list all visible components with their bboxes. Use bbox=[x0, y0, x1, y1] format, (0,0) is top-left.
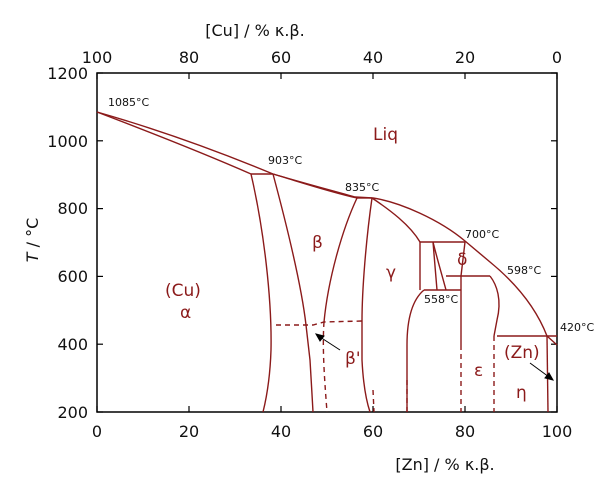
point-label-558: 558°C bbox=[424, 293, 458, 306]
top-tick-label: 40 bbox=[363, 48, 383, 67]
phase-label-beta: β bbox=[312, 233, 323, 253]
point-label-835: 835°C bbox=[345, 181, 379, 194]
y-tick-label: 600 bbox=[57, 267, 88, 286]
y-tick-label: 1000 bbox=[47, 132, 88, 151]
bottom-tick-label: 100 bbox=[542, 422, 573, 441]
liquidus-curve bbox=[96, 111, 548, 337]
top-axis-title: [Cu] / % κ.β. bbox=[205, 21, 304, 40]
beta-prime-arrowhead bbox=[314, 333, 325, 342]
phase-boundaries bbox=[96, 111, 558, 413]
phase-labels: Liq (Cu) α β β' γ δ ε (Zn) η bbox=[165, 125, 540, 403]
phase-label-cu: (Cu) bbox=[165, 281, 201, 301]
phase-label-beta-prime: β' bbox=[345, 349, 361, 369]
alpha-solvus bbox=[250, 173, 272, 413]
beta-prime-order-line bbox=[276, 320, 363, 326]
top-tick-label: 0 bbox=[552, 48, 562, 67]
bottom-axis-title: [Zn] / % κ.β. bbox=[395, 455, 494, 474]
beta-left-boundary bbox=[272, 173, 314, 413]
point-label-420: 420°C bbox=[560, 321, 594, 334]
bottom-tick-label: 60 bbox=[363, 422, 383, 441]
phase-label-alpha: α bbox=[180, 303, 191, 323]
plot-frame bbox=[96, 72, 558, 413]
bottom-tick-labels: 0 20 40 60 80 100 bbox=[92, 422, 572, 441]
zn-solvus bbox=[546, 335, 549, 413]
top-tick-label: 80 bbox=[179, 48, 199, 67]
gamma-right-boundary bbox=[371, 197, 421, 243]
point-label-903: 903°C bbox=[268, 154, 302, 167]
y-tick-label: 800 bbox=[57, 199, 88, 218]
gamma-left-dashed bbox=[372, 389, 375, 413]
phase-label-zn: (Zn) bbox=[504, 343, 540, 363]
bottom-tick-label: 40 bbox=[271, 422, 291, 441]
beta-prime-arrow bbox=[319, 336, 341, 351]
y-tick-labels: 200 400 600 800 1000 1200 bbox=[47, 64, 88, 422]
bottom-axis-ticks bbox=[96, 406, 558, 412]
delta-inner-boundary bbox=[432, 241, 447, 291]
top-tick-label: 100 bbox=[82, 48, 113, 67]
y-axis-ticks bbox=[97, 72, 557, 413]
bottom-tick-label: 80 bbox=[455, 422, 475, 441]
eta-liquidus-end bbox=[546, 335, 558, 346]
y-tick-label: 200 bbox=[57, 403, 88, 422]
bottom-tick-label: 20 bbox=[179, 422, 199, 441]
point-label-700: 700°C bbox=[465, 228, 499, 241]
beta-right-boundary bbox=[323, 197, 358, 323]
delta-right-boundary bbox=[460, 241, 466, 277]
top-tick-labels: 100 80 60 40 20 0 bbox=[82, 48, 562, 67]
phase-label-gamma: γ bbox=[386, 263, 396, 283]
phase-label-delta: δ bbox=[457, 250, 467, 270]
phase-label-liquid: Liq bbox=[373, 125, 398, 145]
solidus-alpha bbox=[96, 111, 252, 175]
point-label-598: 598°C bbox=[507, 264, 541, 277]
phase-label-eta: η bbox=[516, 383, 527, 403]
dashed-boundaries bbox=[276, 320, 495, 413]
delta-left-boundary bbox=[432, 241, 438, 291]
top-tick-label: 20 bbox=[455, 48, 475, 67]
zn-arrowhead bbox=[544, 372, 555, 381]
gamma-lower-right bbox=[406, 289, 425, 412]
top-tick-label: 60 bbox=[271, 48, 291, 67]
y-axis-unit: / °C bbox=[23, 218, 42, 253]
leader-arrows bbox=[314, 333, 555, 381]
y-axis-title: T / °C bbox=[23, 218, 42, 263]
y-axis-symbol: T bbox=[23, 251, 42, 262]
solidus-beta bbox=[272, 173, 358, 199]
temperature-labels: 1085°C 903°C 835°C 700°C 598°C 558°C 420… bbox=[108, 96, 594, 334]
bottom-tick-label: 0 bbox=[92, 422, 102, 441]
y-tick-label: 1200 bbox=[47, 64, 88, 83]
beta-prime-right-dashed bbox=[322, 321, 328, 413]
zn-arrow bbox=[529, 362, 550, 378]
epsilon-right-boundary bbox=[489, 275, 500, 337]
y-tick-label: 400 bbox=[57, 335, 88, 354]
phase-label-epsilon: ε bbox=[474, 361, 483, 381]
gamma-left-boundary bbox=[361, 197, 373, 413]
top-axis-ticks bbox=[96, 73, 558, 79]
point-label-1085: 1085°C bbox=[108, 96, 149, 109]
